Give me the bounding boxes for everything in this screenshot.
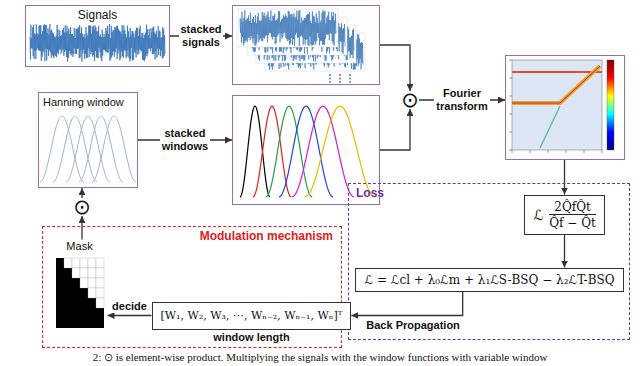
formula-text: ℒ = ℒcl + λ₀ℒm + λ₁ℒS-BSQ − λ₂ℒT-BSQ	[364, 273, 614, 287]
loss-group: ℒ 2Q̂fQ̂tQ̂f − Q̂t ℒ = ℒcl + λ₀ℒm + λ₁ℒS-B…	[348, 183, 630, 340]
connector-arrow	[351, 292, 462, 316]
mask-ground	[56, 258, 104, 328]
fraction: 2Q̂fQ̂tQ̂f − Q̂t	[549, 200, 596, 230]
mask-cell	[72, 268, 80, 278]
axis-tick	[512, 150, 513, 153]
frequency-track	[512, 66, 600, 103]
mask-cell	[96, 258, 104, 268]
more-dot	[349, 78, 351, 80]
panel-title: Hanning window	[39, 93, 137, 108]
axis-tick	[509, 60, 512, 61]
vector-caption: window length	[213, 331, 289, 343]
connector-arrow	[108, 315, 152, 316]
axis-tick	[509, 132, 512, 133]
color-bar	[607, 60, 614, 150]
mask-cell	[80, 278, 88, 288]
panel-title: Mask	[52, 240, 108, 252]
more-dot	[339, 81, 341, 83]
connector-arrow	[81, 216, 82, 240]
frequency-track	[512, 71, 602, 73]
connector-arrow	[564, 235, 565, 268]
formula-box: ℒ = ℒcl + λ₀ℒm + λ₁ℒS-BSQ − λ₂ℒT-BSQ	[355, 268, 623, 292]
edge-label: Fourier transform	[434, 87, 489, 112]
spectrogram-panel	[505, 55, 625, 160]
hanning-curves	[40, 116, 136, 182]
product-operator: ⊙	[73, 198, 91, 216]
window-curve	[240, 106, 270, 197]
operator-symbol: ⊙	[73, 198, 91, 216]
stacked-signal-panel	[232, 5, 380, 85]
connector-arrow	[380, 45, 410, 91]
frequency-track	[540, 106, 560, 148]
mask-cell	[80, 258, 88, 268]
mask-cell	[64, 258, 72, 268]
mask-panel: Mask	[52, 240, 108, 330]
group-title: Loss	[349, 184, 629, 200]
axis-tick	[509, 78, 512, 79]
more-dot	[329, 74, 331, 76]
window-curve	[92, 116, 136, 182]
frequency-track	[512, 66, 600, 103]
more-dot	[329, 81, 331, 83]
axis-tick	[602, 150, 603, 153]
waveform	[240, 10, 336, 46]
axis-tick	[530, 150, 531, 153]
formula-denominator: Q̂f − Q̂t	[549, 214, 596, 230]
connector-arrow	[81, 188, 82, 198]
connector-arrow	[380, 109, 410, 150]
window-curve	[79, 116, 123, 182]
vector-text: [W₁, W₂, W₃, ⋯, Wₙ₋₂, Wₙ₋₁, Wₙ]ᵀ	[161, 309, 343, 322]
stacked-waveforms	[238, 9, 365, 83]
mask-cell	[80, 268, 88, 278]
formula-box: ℒ 2Q̂fQ̂tQ̂f − Q̂t	[524, 195, 605, 235]
formula-numerator: 2Q̂fQ̂t	[554, 200, 591, 214]
waveform-backing	[238, 9, 338, 47]
connector-arrow	[564, 160, 565, 195]
mask-cell	[88, 288, 96, 298]
mask-cell	[88, 258, 96, 268]
signal-panel: Signals	[25, 5, 170, 67]
more-dot	[329, 78, 331, 80]
more-dot	[349, 81, 351, 83]
edge-label: decide	[110, 300, 149, 313]
mask-cell	[72, 258, 80, 268]
vector-box: [W₁, W₂, W₃, ⋯, Wₙ₋₂, Wₙ₋₁, Wₙ]ᵀwindow l…	[152, 302, 352, 330]
axis-tick	[548, 150, 549, 153]
mask-cell	[88, 278, 96, 288]
group-title: Modulation mechanism	[43, 227, 341, 243]
more-dot	[339, 78, 341, 80]
edge-label: stacked signals	[179, 23, 224, 48]
figure-caption: 2: ⊙ is element-wise product. Multiplyin…	[0, 351, 640, 364]
mask-cell	[96, 278, 104, 288]
product-operator: ⊙	[401, 91, 419, 109]
plot-area	[512, 60, 602, 150]
mask-cell	[96, 288, 104, 298]
mask-cell	[88, 268, 96, 278]
more-dot	[339, 74, 341, 76]
edge-label: Back Propagation	[364, 319, 462, 332]
axis-tick	[509, 114, 512, 115]
axis-tick	[584, 150, 585, 153]
window-curve	[279, 106, 333, 197]
formula-symbol: ℒ	[533, 207, 543, 223]
mask-cell	[96, 268, 104, 278]
axis-tick	[509, 96, 512, 97]
panel-title: Signals	[26, 6, 169, 22]
window-curve	[266, 106, 312, 197]
operator-symbol: ⊙	[401, 91, 419, 109]
window-panel: Hanning window	[38, 92, 138, 188]
axis-tick	[509, 150, 512, 151]
more-dot	[349, 74, 351, 76]
axis-tick	[566, 150, 567, 153]
modulation-group: Mask [W₁, W₂, W₃, ⋯, Wₙ₋₂, Wₙ₋₁, Wₙ]ᵀ wind…	[42, 226, 342, 348]
mask-grid	[56, 258, 104, 328]
mask-cell	[96, 298, 104, 308]
edge-label: stacked windows	[160, 127, 210, 152]
spectrogram-plot	[509, 60, 614, 153]
waveform	[30, 24, 165, 62]
signal-waveform	[30, 24, 165, 62]
